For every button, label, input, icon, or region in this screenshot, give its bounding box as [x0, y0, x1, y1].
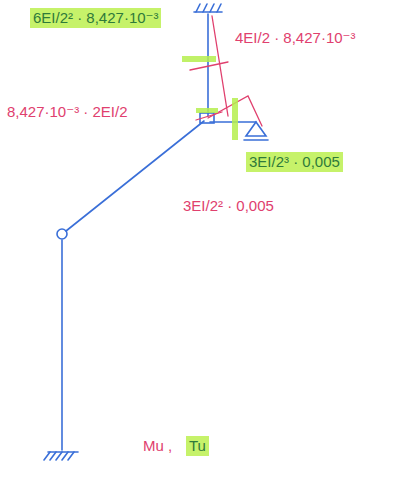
formula-label: 6EI/2² · 8,427·10⁻³: [30, 8, 161, 28]
formula-label: Mu ,: [140, 436, 175, 456]
roller-base: [244, 139, 268, 141]
top-hatch: [196, 4, 221, 12]
inclined-beam: [66, 121, 204, 231]
vertical-member: [207, 14, 209, 116]
highlight-mark: [182, 56, 216, 62]
highlight-mark: [196, 108, 218, 113]
highlight-mark: [232, 98, 238, 140]
support-hatch: [44, 452, 74, 460]
formula-label: 8,427·10⁻³ · 2EI/2: [4, 102, 130, 122]
formula-label: Tu: [186, 436, 209, 456]
deformed-member: [212, 16, 228, 116]
formula-label: 3EI/2² · 0,005: [180, 196, 277, 216]
roller-support: [246, 122, 266, 136]
rotation-marks: [190, 62, 228, 120]
formula-label: 4EI/2 · 8,427·10⁻³: [232, 28, 358, 48]
column: [61, 240, 63, 450]
formula-label: 3EI/2³ · 0,005: [246, 152, 343, 172]
